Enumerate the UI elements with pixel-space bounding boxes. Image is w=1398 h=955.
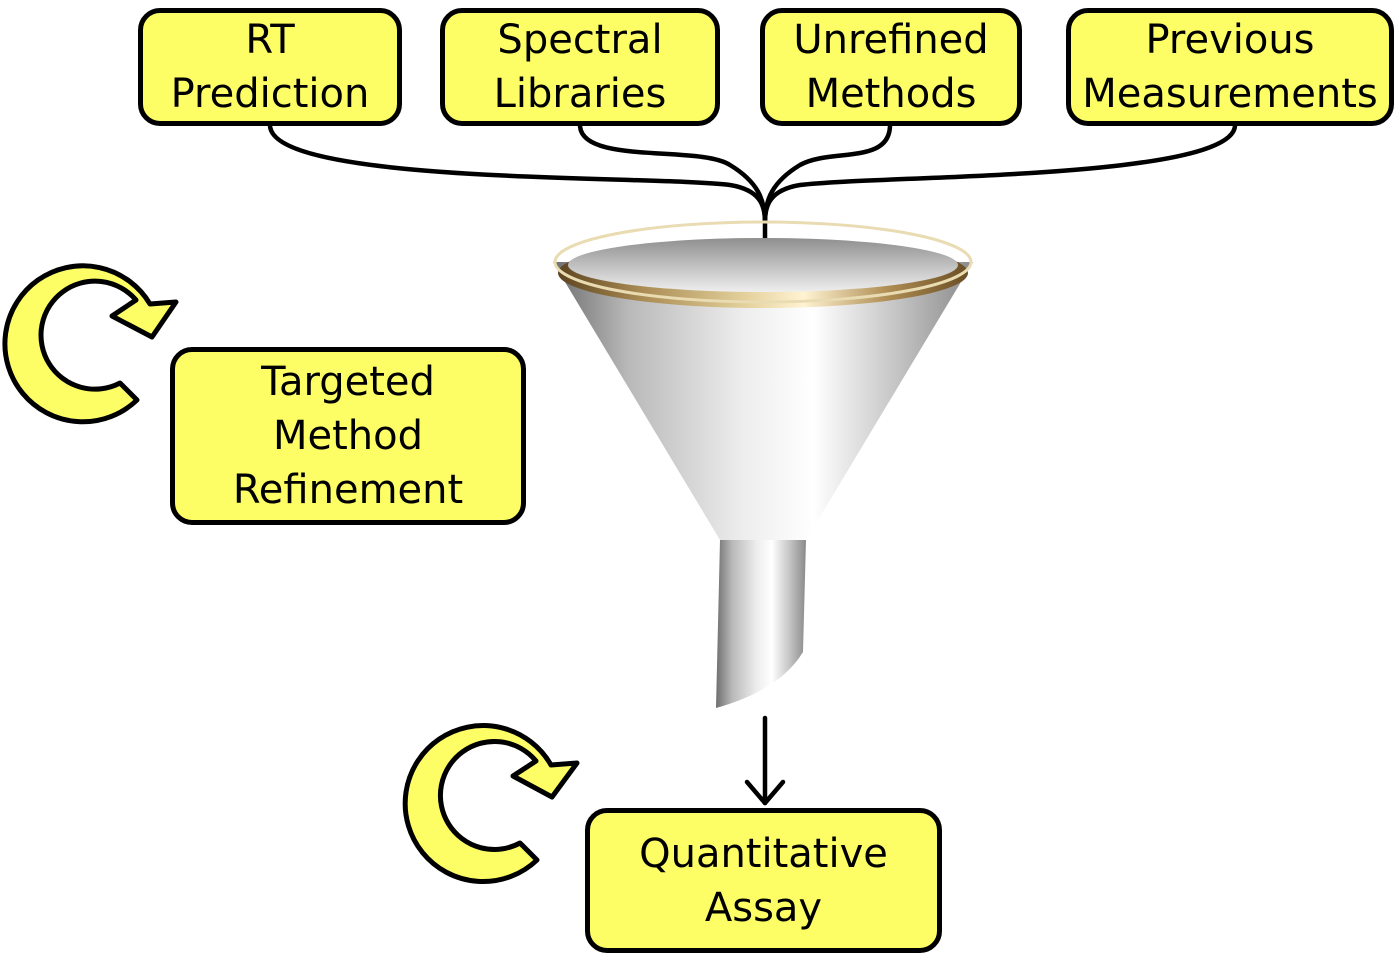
box-label-line: Refinement <box>232 467 464 513</box>
source-box-spectral-libraries: Spectral Libraries <box>440 8 720 126</box>
box-label-line: RT <box>245 17 295 63</box>
funnel-icon <box>553 220 973 708</box>
box-label-line: Libraries <box>493 71 667 117</box>
box-label-line: Quantitative <box>639 830 888 877</box>
box-label-line: Measurements <box>1082 71 1378 117</box>
box-label-line: Assay <box>704 884 823 931</box>
output-arrow <box>744 715 786 806</box>
box-label-line: Unrefined <box>793 17 989 63</box>
output-box-quantitative-assay: Quantitative Assay <box>585 808 942 953</box>
box-label-line: Targeted <box>261 359 435 405</box>
source-box-rt-prediction: RT Prediction <box>138 8 402 126</box>
box-label-line: Previous <box>1145 17 1315 63</box>
box-label-line: Method <box>272 413 424 459</box>
box-label-line: Spectral <box>497 17 663 63</box>
source-box-previous-measurements: Previous Measurements <box>1066 8 1394 126</box>
box-label-line: Prediction <box>170 71 370 117</box>
source-box-unrefined-methods: Unrefined Methods <box>760 8 1022 126</box>
output-cycle-arrow-icon <box>402 723 580 885</box>
refinement-box: Targeted Method Refinement <box>170 347 526 525</box>
refinement-cycle-arrow-icon <box>2 263 179 425</box>
box-label-line: Methods <box>805 71 977 117</box>
